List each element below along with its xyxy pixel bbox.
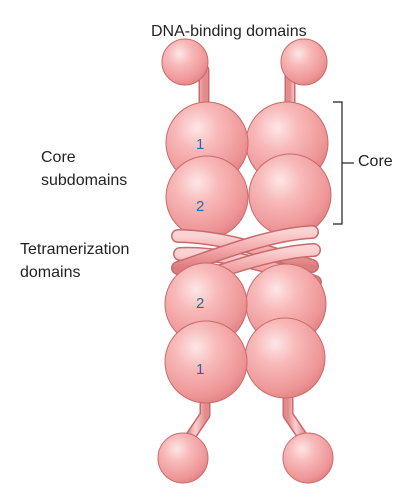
dna-binding-domain-top-left [161,38,209,86]
dna-binding-domains-label: DNA-binding domains [151,23,307,40]
dna-binding-domain-top-right [280,38,328,86]
tetramerization-domains-label: Tetramerization domains [20,240,129,283]
core-subdomains-label-line2: subdomains [41,172,128,189]
tetramerization-label-line2: domains [20,264,81,281]
subdomain-number-bottom-2: 2 [196,295,204,312]
subdomain-number-bottom-1: 1 [196,361,204,378]
core-subdomains-label: Core subdomains [41,148,127,191]
subdomain-number-top-2: 2 [196,198,204,215]
upper-core-spheres [165,101,332,239]
dna-binding-domain-bottom-right [282,432,334,484]
lower-core-spheres [164,262,327,404]
dna-binding-domain-bottom-left [157,432,209,484]
subdomain-number-top-1: 1 [196,136,204,153]
core-label: Core [358,153,393,170]
core-sphere-upper-left-2 [165,155,249,239]
core-subdomains-label-line1: Core [41,149,76,166]
core-sphere-lower-right-1 [244,317,326,399]
dna-binding-domains [157,38,334,484]
core-bracket [333,101,354,225]
tetramerization-label-line1: Tetramerization [20,241,130,258]
core-sphere-lower-left-1 [164,320,248,404]
core-sphere-upper-right-2 [248,153,332,237]
